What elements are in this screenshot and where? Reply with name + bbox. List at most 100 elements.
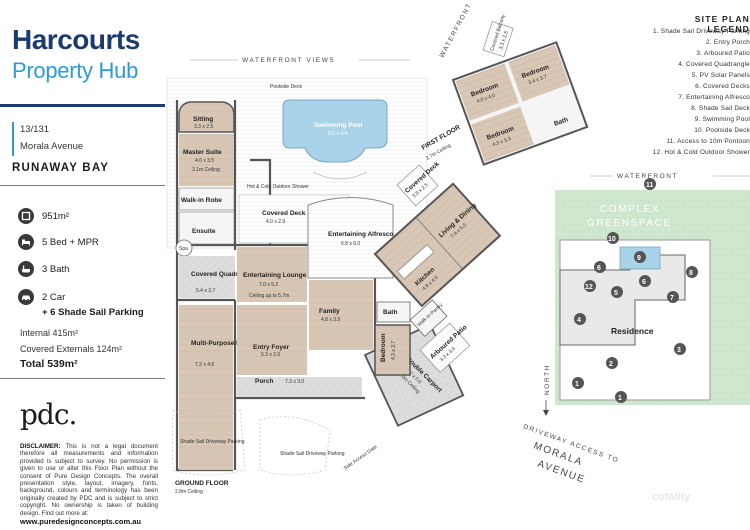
legend-item: 3. Arboured Patio xyxy=(696,50,750,57)
family-label: Family xyxy=(319,308,340,315)
covered-deck-label: Covered Deck xyxy=(262,210,306,217)
alfresco-dims: 6.8 x 6.0 xyxy=(341,241,360,247)
feature-land-text: 951m² xyxy=(42,210,69,222)
marker-8[interactable]: 8 xyxy=(686,266,698,278)
shade-sail-right-label: Shade Sail Driveway Parking xyxy=(280,451,345,457)
marker-10[interactable]: 10 xyxy=(607,232,619,244)
bed-icon xyxy=(18,234,34,250)
legend-item: 7. Entertaining Alfresco xyxy=(678,94,750,101)
marker-1a[interactable]: 1 xyxy=(572,377,584,389)
legend-item: 8. Shade Sail Deck xyxy=(691,105,750,112)
legend-item: 12. Hot & Cold Outdoor Shower xyxy=(652,149,750,156)
area-total: Total 539m² xyxy=(20,358,78,370)
balcony-dims: 3.3 x 2.5 xyxy=(498,30,510,50)
kitchen-living-wing: Kitchen 4.8 x 4.5 Living & Dining 7.4 x … xyxy=(373,182,502,308)
svg-text:11: 11 xyxy=(646,182,654,189)
legend-list: 1. Shade Sail Driveway Parking 2. Entry … xyxy=(565,26,750,158)
marker-5[interactable]: 5 xyxy=(611,286,623,298)
quad-label-1: Covered Quadrangle xyxy=(191,271,255,278)
land-area-icon xyxy=(18,208,34,224)
marker-4[interactable]: 4 xyxy=(574,313,586,325)
alfresco-label: Entertaining Alfresco xyxy=(328,231,394,238)
marker-11[interactable]: 11 xyxy=(644,178,656,190)
svg-text:12: 12 xyxy=(585,284,593,291)
feature-bed: 5 Bed + MPR xyxy=(18,233,99,251)
disclaimer-label: DISCLAIMER: xyxy=(20,443,61,450)
bedroom-ground xyxy=(374,324,411,376)
walk-in-robe-label: Walk-in Robe xyxy=(181,197,222,204)
ensuite xyxy=(178,211,235,245)
north-arrow-icon xyxy=(543,410,549,416)
marker-6a[interactable]: 6 xyxy=(594,261,606,273)
marker-2[interactable]: 2 xyxy=(606,357,618,369)
disclaimer: DISCLAIMER: This is not a legal document… xyxy=(20,443,158,517)
foyer-label: Entry Foyer xyxy=(253,344,290,351)
bath-ground xyxy=(376,301,411,323)
entry-foyer xyxy=(237,305,307,375)
waterfront-views-label: WATERFRONT VIEWS xyxy=(242,57,335,64)
pool-label: Swimming Pool xyxy=(314,122,363,129)
address-suburb: RUNAWAY BAY xyxy=(12,162,110,174)
swimming-pool xyxy=(282,99,388,163)
svg-text:8: 8 xyxy=(689,270,693,277)
address-accent-bar xyxy=(12,122,14,156)
shade-sail-left xyxy=(172,409,246,476)
divider xyxy=(0,185,165,186)
svg-text:6: 6 xyxy=(642,279,646,286)
svg-text:9: 9 xyxy=(637,255,641,262)
brand-logo-sub: Property Hub xyxy=(12,58,139,83)
pdc-website-link[interactable]: www.puredesignconcepts.com.au xyxy=(20,517,141,526)
poolside-deck-label: Poolside Deck xyxy=(270,84,302,90)
svg-text:3: 3 xyxy=(677,347,681,354)
svg-text:10: 10 xyxy=(608,236,616,243)
marker-1b[interactable]: 1 xyxy=(615,391,627,403)
bedroom-ground-label: Bedroom xyxy=(380,333,387,362)
floor-plan-area: WATERFRONT VIEWS Poolside Deck Swimming … xyxy=(165,0,750,530)
sitting-label: Sitting xyxy=(193,116,213,123)
pdc-logo: pdc. xyxy=(20,398,77,431)
mpr-dims: 7.2 x 4.6 xyxy=(195,362,214,368)
bath-ground-label: Bath xyxy=(383,309,397,316)
covered-balcony: Covered Balcony 3.3 x 2.5 xyxy=(482,13,514,58)
covered-quadrangle xyxy=(179,256,235,298)
marker-6b[interactable]: 6 xyxy=(639,275,651,287)
family-dims: 4.8 x 3.9 xyxy=(321,317,340,323)
shade-sail-right xyxy=(259,416,331,476)
feature-shade-parking: + 6 Shade Sail Parking xyxy=(42,307,144,318)
brand-logo-name: Harcourts xyxy=(12,24,140,55)
mpr-label: Multi-Purpose Living xyxy=(191,340,255,347)
shade-sail-left-label: Shade Sail Driveway Parking xyxy=(180,439,245,445)
address-street: Morala Avenue xyxy=(20,141,84,152)
marker-7[interactable]: 7 xyxy=(667,291,679,303)
legend-item: 1. Shade Sail Driveway Parking xyxy=(652,28,750,35)
brand-divider xyxy=(0,104,165,107)
complex-label: COMPLEX xyxy=(600,204,660,215)
svg-text:1: 1 xyxy=(618,395,622,402)
lounge-dims: 7.0 x 5.2 xyxy=(259,282,278,288)
marker-3[interactable]: 3 xyxy=(674,343,686,355)
svg-text:4: 4 xyxy=(577,317,581,324)
walk-in-robe xyxy=(178,187,235,211)
svg-text:2: 2 xyxy=(609,361,613,368)
porch xyxy=(237,377,362,397)
porch-dims: 7.3 x 3.0 xyxy=(285,379,304,385)
master-suite xyxy=(179,134,234,186)
master-dims: 4.6 x 3.5 xyxy=(195,158,214,164)
marker-12[interactable]: 12 xyxy=(584,280,596,292)
waterfront-views-angled: WATERFRONT VIEWS xyxy=(439,0,489,59)
covered-deck-dims: 4.0 x 2.9 xyxy=(266,219,285,225)
ensuite-label: Ensuite xyxy=(192,228,216,235)
floor-plan-svg: WATERFRONT VIEWS Poolside Deck Swimming … xyxy=(166,0,750,503)
legend-item: 9. Swimming Pool xyxy=(694,116,750,123)
marker-9[interactable]: 9 xyxy=(634,251,646,263)
outdoor-shower-label: Hot & Cold Outdoor Shower xyxy=(247,184,309,190)
legend-item: 4. Covered Quadrangle xyxy=(678,61,750,68)
legend-item: 5. PV Solar Panels xyxy=(691,72,750,79)
svg-text:6: 6 xyxy=(597,265,601,272)
feature-bath: 3 Bath xyxy=(18,260,69,278)
entertaining-lounge xyxy=(237,247,307,302)
svg-text:1: 1 xyxy=(575,381,579,388)
legend-item: 2. Entry Porch xyxy=(706,39,750,46)
feature-car: 2 Car xyxy=(18,288,65,306)
car-icon xyxy=(18,289,34,305)
